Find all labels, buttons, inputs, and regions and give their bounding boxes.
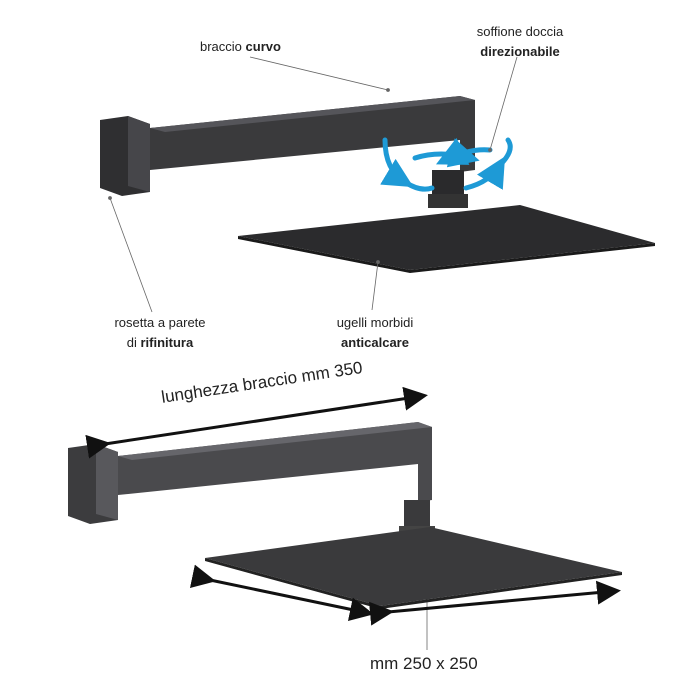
dimension-arrows — [85, 386, 621, 626]
swivel-connector — [432, 170, 464, 194]
head-label: soffione doccia direzionabile — [460, 22, 580, 62]
rosette-label-bold: rifinitura — [140, 335, 194, 350]
nozzles-label: ugelli morbidi anticalcare — [320, 313, 430, 353]
arm-label: braccio curvo — [200, 37, 281, 57]
shower-head — [205, 527, 622, 606]
head-size-label: mm 250 x 250 — [370, 654, 478, 673]
rosette-label-line2: di — [126, 335, 141, 350]
nozzles-label-line1: ugelli morbidi — [336, 315, 414, 330]
bottom-shower-assembly — [68, 422, 622, 609]
rosette-label-line1: rosetta a parete — [114, 315, 206, 330]
arm-label-text: braccio — [200, 39, 246, 54]
nozzles-label-bold: anticalcare — [341, 335, 409, 350]
swivel-connector — [404, 500, 430, 526]
arm-label-bold: curvo — [245, 39, 281, 54]
head-label-line1: soffione doccia — [476, 24, 564, 39]
rotation-arrows — [380, 137, 513, 192]
shower-arm — [150, 96, 475, 172]
head-label-bold: direzionabile — [480, 44, 560, 59]
leader-lines — [108, 56, 518, 650]
top-shower-assembly — [100, 96, 655, 273]
head-depth-arrow — [189, 564, 374, 622]
rosette-label: rosetta a parete di rifinitura — [105, 313, 215, 353]
arm-length-arrow — [85, 386, 428, 459]
shower-head — [238, 205, 655, 270]
head-width-arrow — [368, 580, 621, 626]
